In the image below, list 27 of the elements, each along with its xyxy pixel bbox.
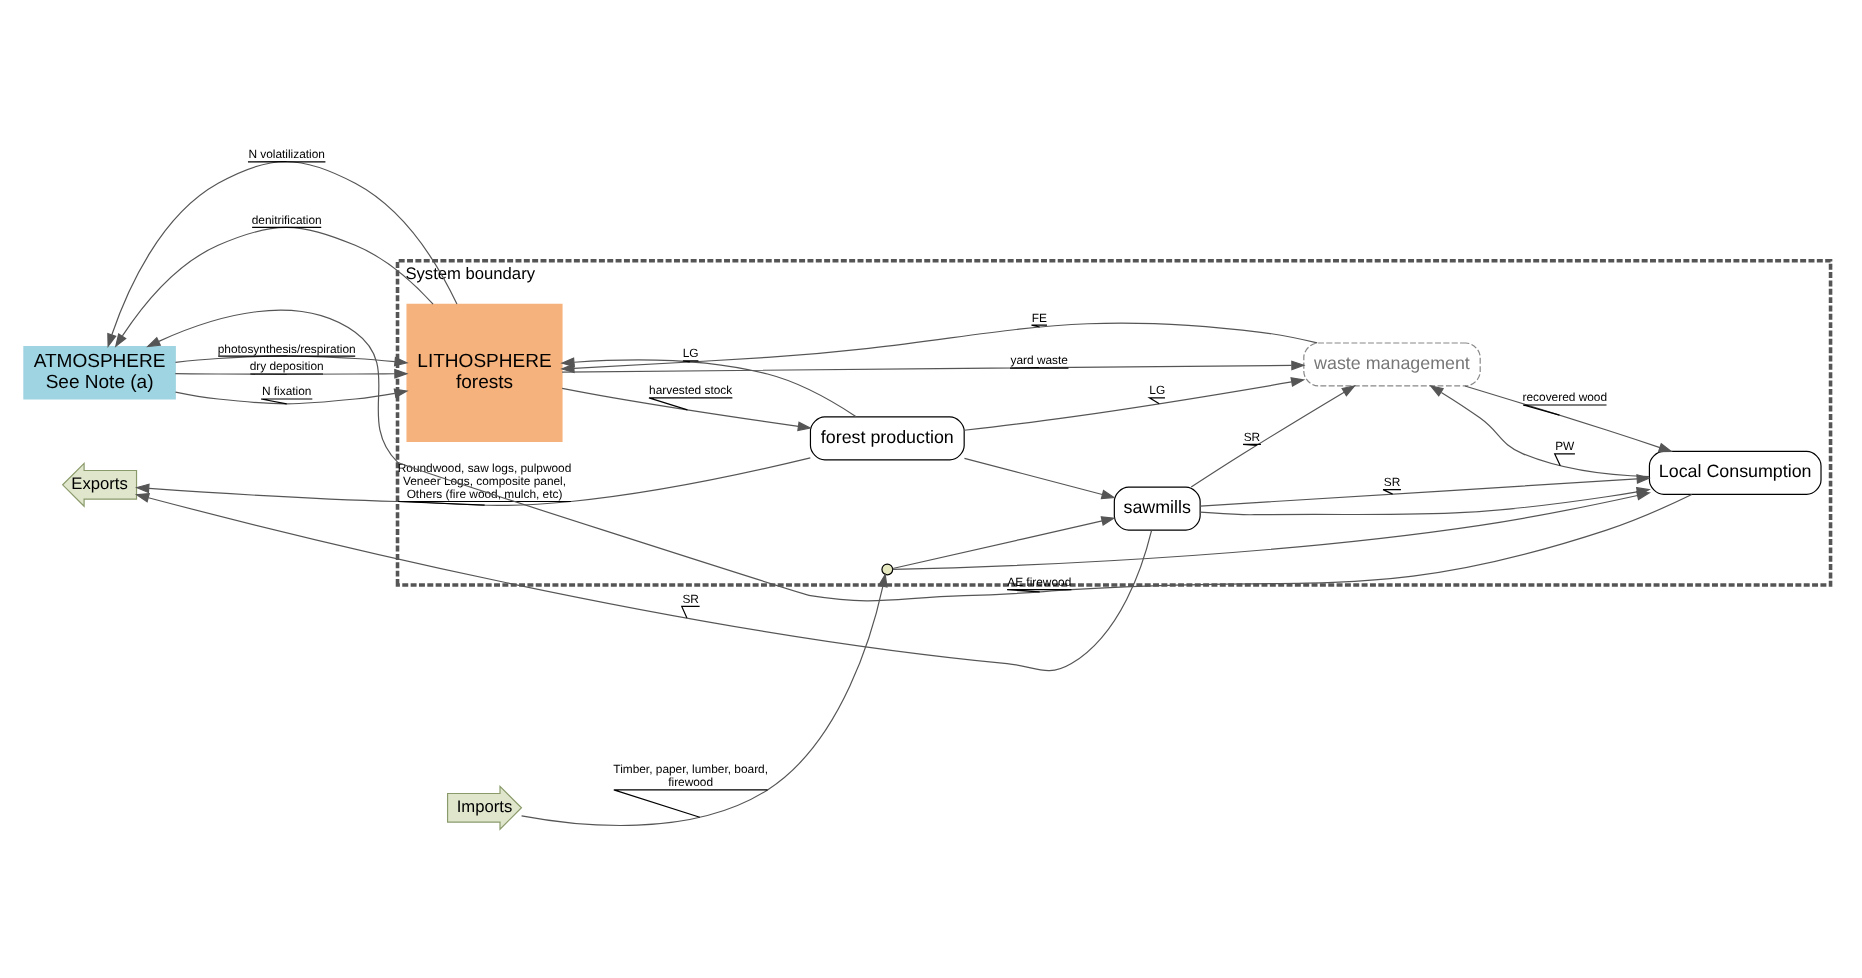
arrow xyxy=(560,387,812,432)
arrow xyxy=(1463,385,1672,453)
arrow xyxy=(134,457,810,506)
arrow xyxy=(559,322,1317,374)
arrow xyxy=(891,490,1650,570)
arrow xyxy=(145,309,1692,602)
node-box: forest production xyxy=(808,416,964,461)
arrow xyxy=(1189,385,1356,488)
node-box: LITHOSPHERE forests xyxy=(405,303,562,442)
arrow xyxy=(133,492,1152,672)
arrow xyxy=(891,516,1115,570)
arrow xyxy=(173,388,408,405)
arrow xyxy=(559,357,856,418)
node-box: ATMOSPHERE See Note (a) xyxy=(22,346,175,400)
node-box: waste management xyxy=(1302,342,1480,387)
arrow xyxy=(173,368,408,379)
node-circle xyxy=(880,563,893,576)
arrow xyxy=(173,355,408,367)
arrow xyxy=(962,377,1305,431)
arrow xyxy=(106,160,457,348)
node-box: Local Consumption xyxy=(1647,450,1821,495)
arrow xyxy=(962,457,1115,500)
node-box: sawmills xyxy=(1112,486,1200,531)
arrow xyxy=(113,226,433,348)
arrow xyxy=(1428,385,1649,478)
arrow xyxy=(560,360,1305,373)
arrow xyxy=(519,572,887,827)
